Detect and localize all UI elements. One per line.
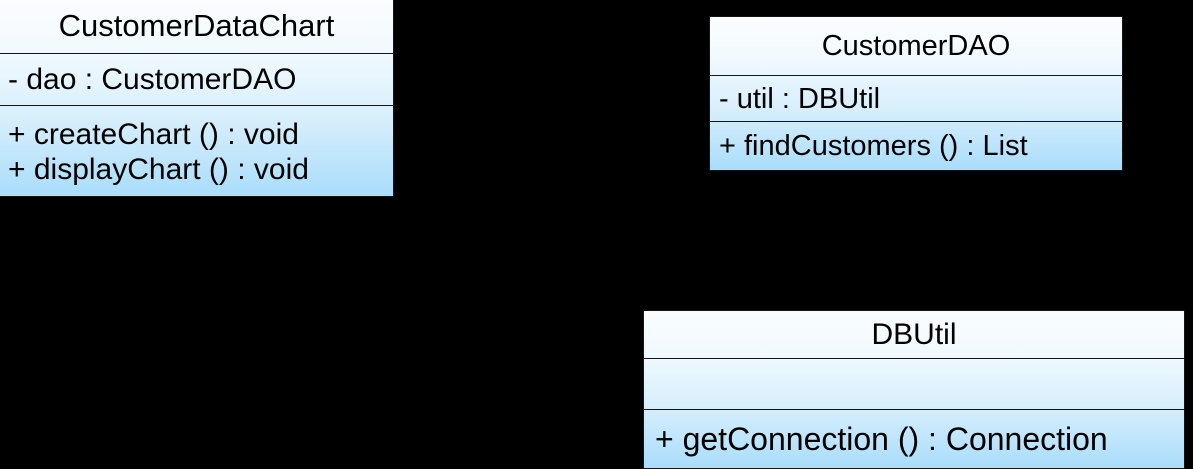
class-operations-compartment: + findCustomers () : List (710, 121, 1122, 170)
uml-class-dbutil[interactable]: DBUtil + getConnection () : Connection (643, 310, 1185, 469)
class-name-label: CustomerDAO (821, 30, 1011, 62)
class-attributes-compartment: - util : DBUtil (710, 75, 1122, 121)
class-operation: + createChart () : void (8, 118, 299, 151)
class-operations-compartment: + getConnection () : Connection (644, 409, 1184, 468)
class-operation: + findCustomers () : List (719, 130, 1028, 162)
class-attribute: - util : DBUtil (719, 82, 881, 115)
class-name-compartment: DBUtil (644, 311, 1184, 358)
class-operation: + displayChart () : void (8, 153, 309, 186)
class-name-compartment: CustomerDAO (710, 17, 1122, 75)
class-operations-compartment: + createChart () : void + displayChart (… (0, 105, 393, 196)
class-name-label: DBUtil (871, 318, 957, 351)
class-attribute: - dao : CustomerDAO (8, 63, 297, 96)
class-name-compartment: CustomerDataChart (0, 0, 393, 53)
class-attributes-compartment (644, 358, 1184, 409)
uml-class-customerdao[interactable]: CustomerDAO - util : DBUtil + findCustom… (709, 16, 1123, 171)
class-operation: + getConnection () : Connection (655, 420, 1108, 457)
class-name-label: CustomerDataChart (58, 7, 335, 43)
uml-class-customerdatachart[interactable]: CustomerDataChart - dao : CustomerDAO + … (0, 0, 394, 197)
class-attributes-compartment: - dao : CustomerDAO (0, 53, 393, 105)
